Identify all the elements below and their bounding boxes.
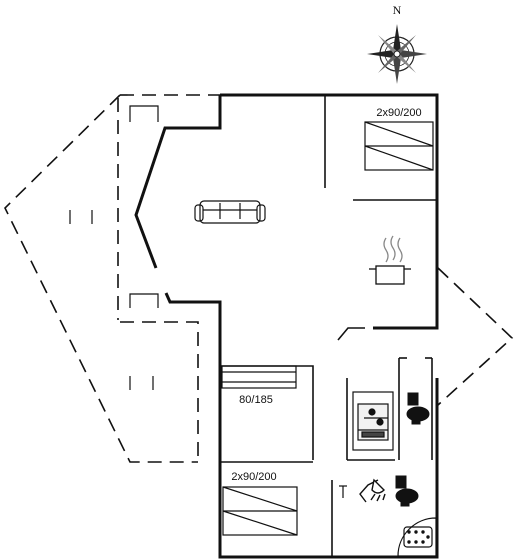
- bed-icon: [364, 121, 434, 171]
- sofa-icon: [194, 200, 266, 224]
- bed-icon: [221, 365, 297, 389]
- sauna-icon: [352, 391, 394, 451]
- faucet-icon: [339, 485, 347, 498]
- bed-icon: [222, 486, 298, 536]
- compass-rose-icon: [367, 24, 427, 84]
- terrace-outline: [4, 94, 514, 463]
- cooking-pot-icon: [369, 235, 411, 285]
- bed-label-top-right: 2x90/200: [376, 107, 421, 119]
- spa-bath-icon: [397, 517, 437, 557]
- exterior-walls: [134, 93, 439, 559]
- bed-label-bottom-left: 2x90/200: [231, 471, 276, 483]
- toilet-icon: [395, 475, 419, 507]
- toilet-icon: [406, 392, 430, 425]
- bed-label-middle: 80/185: [239, 394, 273, 406]
- terrace-markers: [69, 105, 159, 390]
- compass-north-label: N: [393, 3, 402, 17]
- shower-icon: [359, 478, 386, 503]
